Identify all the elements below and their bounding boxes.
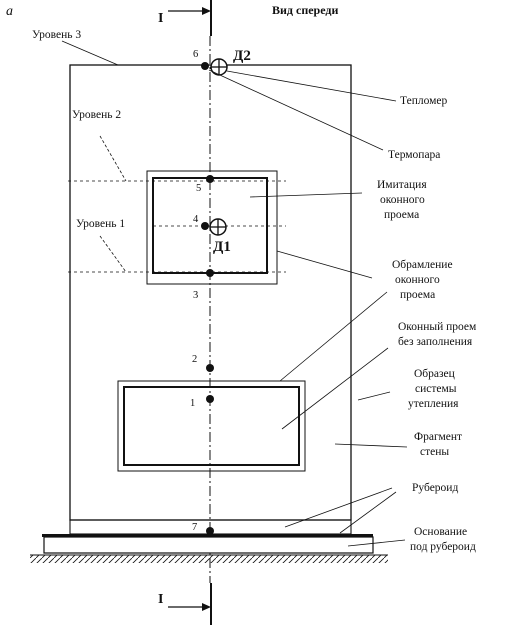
wall-fragment-leader bbox=[334, 443, 408, 448]
point-1-dot bbox=[206, 395, 214, 403]
base-callout-line2: под рубероид bbox=[410, 541, 476, 553]
roofing-leader-b bbox=[339, 491, 397, 534]
level1-leader bbox=[99, 235, 127, 273]
roofing-layer bbox=[42, 534, 373, 537]
point-6-dot bbox=[201, 62, 209, 70]
heat-meter-callout: Тепломер bbox=[400, 95, 447, 107]
view-title: Вид спереди bbox=[272, 3, 338, 17]
lower-window-opening bbox=[123, 386, 300, 466]
insulation-sample-callout-line1: Образец bbox=[414, 368, 455, 380]
point-4-dot bbox=[201, 222, 209, 230]
sensor-d1-label: Д1 bbox=[213, 239, 231, 255]
upper-window-frame bbox=[146, 170, 278, 285]
window-imitation-callout-line3: проема bbox=[384, 209, 419, 221]
base-leader bbox=[347, 539, 406, 547]
thermocouple-callout: Термопара bbox=[388, 149, 440, 161]
wall-fragment-callout-line1: Фрагмент bbox=[414, 431, 462, 443]
heat-meter-d1-icon bbox=[209, 218, 227, 236]
level2-leader bbox=[99, 135, 127, 182]
section-mark-bottom-label: I bbox=[158, 592, 163, 607]
level3-leader bbox=[61, 40, 119, 66]
window-frame-callout-line1: Обрамление bbox=[392, 259, 453, 271]
ground-hatch bbox=[30, 555, 388, 563]
point-5-dot bbox=[206, 175, 214, 183]
section-arrow-bottom-head bbox=[202, 603, 211, 611]
insulation-sample-leader bbox=[357, 391, 391, 401]
point-3-label: 3 bbox=[193, 290, 198, 301]
wall-fragment-callout-line2: стены bbox=[420, 446, 449, 458]
window-imitation-callout-line1: Имитация bbox=[377, 179, 427, 191]
window-frame-callout-line2: оконного bbox=[395, 274, 440, 286]
section-arrow-top-head bbox=[202, 7, 211, 15]
panel-letter: а bbox=[6, 4, 13, 19]
heat-meter-d2-icon bbox=[210, 58, 228, 76]
point-2-label: 2 bbox=[192, 354, 197, 365]
window-frame-leader-lower bbox=[279, 291, 388, 382]
window-open-callout-line2: без заполнения bbox=[398, 336, 473, 348]
insulation-sample-callout-line3: утепления bbox=[408, 398, 459, 410]
sensor-d2-label: Д2 bbox=[233, 48, 251, 64]
roofing-callout: Рубероид bbox=[412, 482, 458, 494]
heat-meter-leader bbox=[226, 70, 397, 102]
section-mark-top-label: I bbox=[158, 11, 163, 26]
point-1-label: 1 bbox=[190, 398, 195, 409]
window-open-callout-line1: Оконный проем bbox=[398, 321, 477, 333]
level2-label: Уровень 2 bbox=[72, 109, 121, 121]
point-3-dot bbox=[206, 269, 214, 277]
window-open-leader bbox=[281, 347, 389, 430]
point-5-label: 5 bbox=[196, 183, 201, 194]
window-frame-leader-upper bbox=[276, 250, 373, 279]
base-slab bbox=[43, 536, 374, 554]
thermocouple-leader bbox=[208, 69, 384, 151]
point-2-dot bbox=[206, 364, 214, 372]
base-callout-line1: Основание bbox=[414, 526, 467, 538]
measurement-points: 6 5 4 3 2 1 7 bbox=[190, 49, 214, 535]
window-frame-callout-line3: проема bbox=[400, 289, 435, 301]
callouts: Тепломер Термопара Имитация оконного про… bbox=[208, 69, 477, 553]
point-7-dot bbox=[206, 527, 214, 535]
roofing-leader-a bbox=[284, 487, 393, 528]
lower-window-frame bbox=[117, 380, 306, 472]
point-6-label: 6 bbox=[193, 49, 198, 60]
level3-label: Уровень 3 bbox=[32, 29, 81, 41]
level1-label: Уровень 1 bbox=[76, 218, 125, 230]
point-7-label: 7 bbox=[192, 522, 197, 533]
window-imitation-callout-line2: оконного bbox=[380, 194, 425, 206]
point-4-label: 4 bbox=[193, 214, 199, 225]
insulation-sample-callout-line2: системы bbox=[415, 383, 457, 395]
window-imitation-leader bbox=[249, 192, 363, 198]
